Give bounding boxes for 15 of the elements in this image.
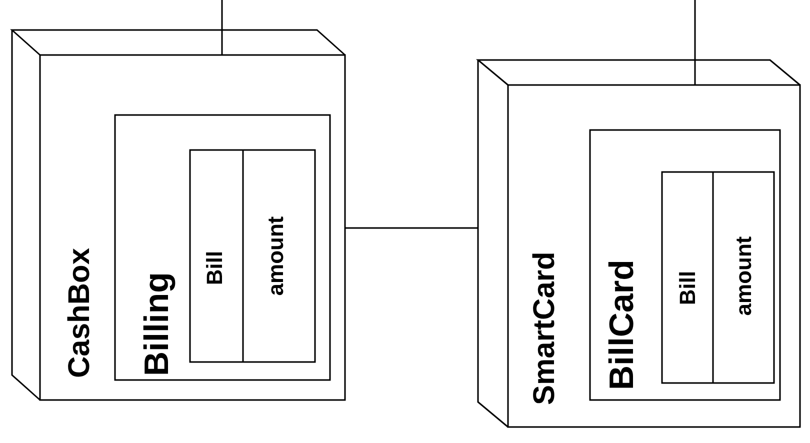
- node-cube: [12, 30, 345, 400]
- class-box: [662, 172, 774, 383]
- attribute-text: amount: [733, 236, 755, 316]
- node-name: SmartCard: [530, 252, 560, 405]
- class-name: Bill: [204, 250, 226, 286]
- component-box: [590, 130, 780, 400]
- component-box: [115, 115, 330, 380]
- attribute-text: amount: [265, 216, 287, 296]
- connector-line: [345, 227, 478, 229]
- component-name: BillCard: [605, 260, 639, 390]
- class-box: [190, 150, 315, 362]
- component-name: Billing: [140, 272, 174, 376]
- node-name: CashBox: [65, 248, 95, 378]
- node-cube: [478, 60, 800, 427]
- class-name: Bill: [677, 270, 699, 306]
